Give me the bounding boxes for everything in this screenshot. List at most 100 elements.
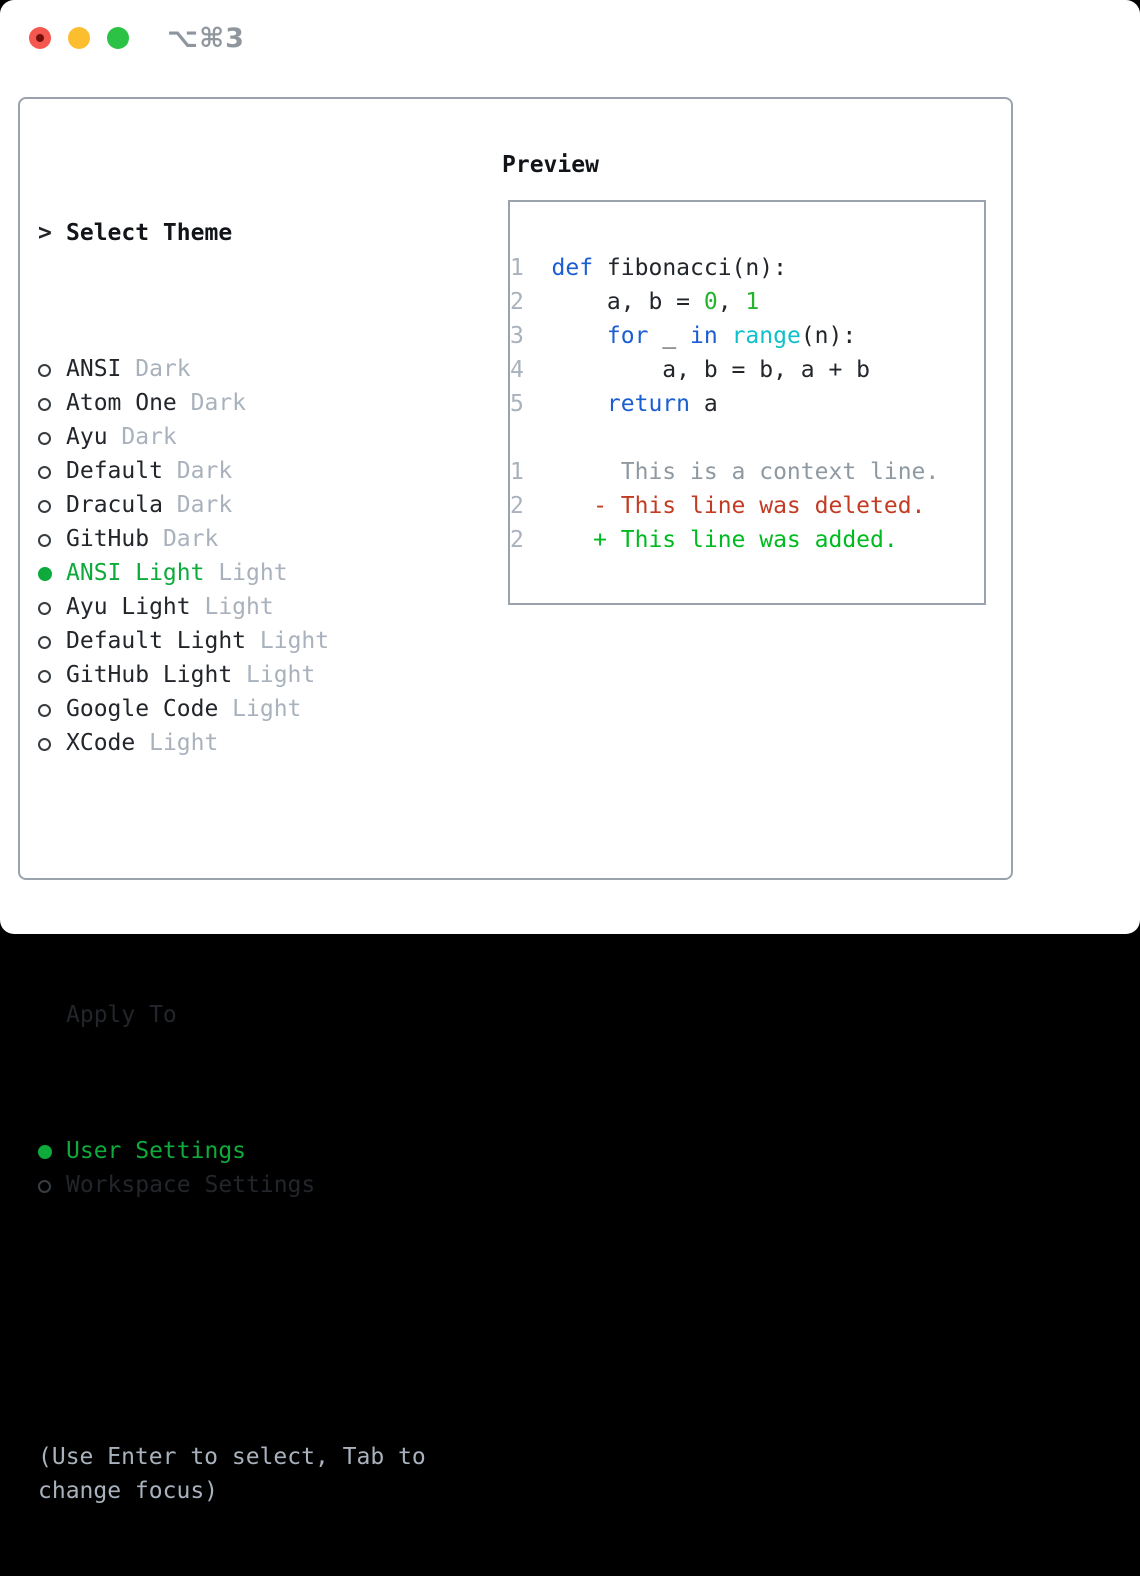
apply-option-user-settings[interactable]: User Settings <box>38 1134 458 1168</box>
code-token: 0 <box>703 289 718 315</box>
theme-option-google-code[interactable]: Google Code Light <box>38 692 458 726</box>
apply-to-header-row: Apply To <box>38 998 458 1032</box>
theme-variant: Light <box>204 594 274 620</box>
theme-option-xcode[interactable]: XCode Light <box>38 726 458 760</box>
radio-icon <box>38 522 66 556</box>
code-token <box>552 391 607 417</box>
radio-icon <box>38 488 66 522</box>
theme-label: Atom One <box>66 390 191 416</box>
line-number: 2 <box>510 289 524 315</box>
radio-circle <box>38 1145 52 1159</box>
window-shortcut-label: ⌥⌘3 <box>167 22 245 54</box>
radio-icon <box>38 1168 66 1202</box>
code-token: for <box>606 323 649 349</box>
theme-option-ayu[interactable]: Ayu Dark <box>38 420 458 454</box>
radio-circle <box>38 738 51 751</box>
close-button[interactable] <box>29 27 51 49</box>
code-token: (n): <box>800 323 857 349</box>
code-token <box>552 323 607 349</box>
line-number: 1 <box>510 255 524 281</box>
radio-icon <box>38 352 66 386</box>
radio-circle <box>38 567 52 581</box>
preview-title: Preview <box>502 152 599 178</box>
radio-icon <box>38 386 66 420</box>
zoom-button[interactable] <box>107 27 129 49</box>
close-dot-icon <box>36 34 44 42</box>
radio-circle <box>38 670 51 683</box>
theme-label: Default <box>66 458 177 484</box>
radio-circle <box>38 500 51 513</box>
code-line: 5 return a <box>510 387 984 421</box>
code-token: - This line was deleted. <box>551 493 926 519</box>
diff-added-line: 2 + This line was added. <box>510 523 984 557</box>
theme-variant: Dark <box>121 424 177 450</box>
line-number: 2 <box>510 527 524 553</box>
theme-variant: Dark <box>162 526 219 552</box>
radio-icon <box>38 454 66 488</box>
diff-context-line: 1 This is a context line. <box>510 455 984 489</box>
radio-icon <box>38 590 66 624</box>
minimize-button[interactable] <box>68 27 90 49</box>
code-token: _ <box>648 323 691 349</box>
code-token: This is a context line. <box>551 459 940 485</box>
code-token: + This line was added. <box>551 527 898 553</box>
theme-label: Ayu <box>66 424 122 450</box>
radio-icon <box>38 658 66 692</box>
theme-option-ansi-light[interactable]: ANSI Light Light <box>38 556 458 590</box>
code-line: 4 a, b = b, a + b <box>510 353 984 387</box>
theme-option-dracula[interactable]: Dracula Dark <box>38 488 458 522</box>
theme-option-default[interactable]: Default Dark <box>38 454 458 488</box>
code-line: 3 for _ in range(n): <box>510 319 984 353</box>
code-token: a, b = <box>551 289 704 315</box>
code-token <box>718 323 732 349</box>
theme-label: GitHub Light <box>66 662 247 688</box>
theme-variant: Dark <box>190 390 247 416</box>
blank-line <box>510 421 984 455</box>
radio-selected-icon <box>38 556 66 590</box>
code-token: range <box>731 323 801 349</box>
theme-option-atom-one[interactable]: Atom One Dark <box>38 386 458 420</box>
radio-icon <box>38 624 66 658</box>
line-number: 3 <box>510 323 524 349</box>
radio-circle <box>38 602 51 615</box>
radio-circle <box>38 704 51 717</box>
apply-option-label: Workspace Settings <box>66 1172 316 1198</box>
theme-panel-title: Select Theme <box>66 220 233 246</box>
theme-option-ayu-light[interactable]: Ayu Light Light <box>38 590 458 624</box>
apply-option-workspace-settings[interactable]: Workspace Settings <box>38 1168 458 1202</box>
theme-label: GitHub <box>66 526 163 552</box>
radio-circle <box>38 364 51 377</box>
theme-option-default-light[interactable]: Default Light Light <box>38 624 458 658</box>
code-token: a, b = b, a + b <box>551 357 871 383</box>
line-number: 5 <box>510 391 524 417</box>
theme-option-ansi[interactable]: ANSI Dark <box>38 352 458 386</box>
radio-icon <box>38 420 66 454</box>
theme-variant: Light <box>149 730 219 756</box>
spacer <box>38 862 458 896</box>
theme-option-github[interactable]: GitHub Dark <box>38 522 458 556</box>
radio-icon <box>38 726 66 760</box>
theme-variant: Dark <box>176 458 233 484</box>
theme-label: XCode <box>66 730 150 756</box>
theme-variant: Light <box>246 662 316 688</box>
theme-variant: Light <box>232 696 302 722</box>
theme-variant: Dark <box>135 356 191 382</box>
theme-label: Default Light <box>66 628 260 654</box>
theme-label: ANSI Light <box>66 560 219 586</box>
theme-variant: Light <box>218 560 288 586</box>
theme-option-github-light[interactable]: GitHub Light Light <box>38 658 458 692</box>
radio-circle <box>38 636 51 649</box>
radio-selected-icon <box>38 1134 66 1168</box>
theme-variant: Light <box>259 628 330 654</box>
theme-variant: Dark <box>176 492 233 518</box>
code-token: in <box>690 323 718 349</box>
code-token: a <box>690 391 718 417</box>
code-line: 2 a, b = 0, 1 <box>510 285 984 319</box>
code-token: , <box>717 289 746 315</box>
